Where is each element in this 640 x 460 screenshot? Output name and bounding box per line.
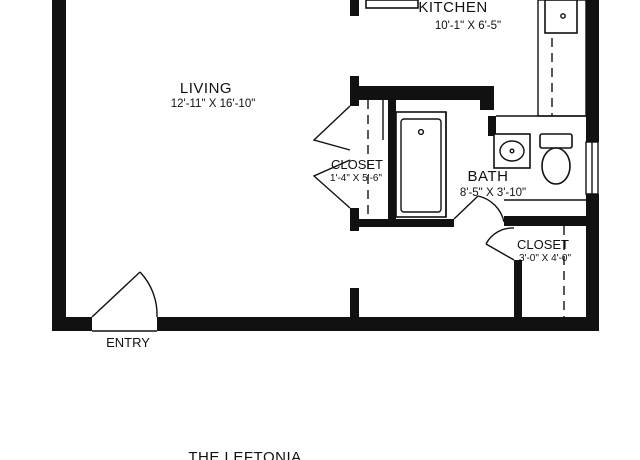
closet2-label: CLOSET <box>517 237 569 252</box>
bathtub-basin <box>400 118 442 213</box>
bath-sink <box>499 140 525 162</box>
plan-name: THE LEFTONIA <box>188 449 301 460</box>
bath-door-leaf[interactable] <box>453 195 479 220</box>
entry-door-swing <box>139 271 158 318</box>
entry-door-leaf[interactable] <box>91 271 141 318</box>
wall-bottom-right <box>157 317 599 331</box>
bath-sink-drain-icon <box>509 148 515 154</box>
wall-kitchen-bottom <box>350 86 494 100</box>
living-label: LIVING <box>180 80 232 97</box>
sink-drain-icon <box>560 13 566 19</box>
wall-closet1-bath-divider <box>388 100 396 226</box>
kitchen-size: 10'-1" X 6'-5" <box>435 20 501 32</box>
wall-right-upper <box>586 0 599 142</box>
wall-bath-bottom <box>359 219 454 227</box>
closet1-bifold-bottom[interactable] <box>312 159 351 209</box>
kitchen-label: KITCHEN <box>418 0 487 16</box>
wall-left <box>52 0 66 331</box>
living-size: 12'-11" X 16'-10" <box>171 98 256 110</box>
bath-size: 8'-5" X 3'-10" <box>460 187 526 199</box>
bathtub-drain-icon <box>417 128 425 136</box>
wall-bath-right-bottom <box>504 216 586 226</box>
closet2-size: 3'-0" X 4'-0" <box>519 253 572 264</box>
entry-label: ENTRY <box>106 335 150 350</box>
closet1-label: CLOSET <box>331 157 383 172</box>
kitchen-range <box>365 0 419 9</box>
closet2-door-swing <box>485 227 515 245</box>
wall-right-lower <box>586 194 599 331</box>
wall-kitchen-stub <box>350 0 359 16</box>
bath-label: BATH <box>468 168 509 185</box>
closet2-door-leaf[interactable] <box>485 243 515 261</box>
toilet-tank <box>539 133 573 149</box>
wall-closet2-left <box>514 260 522 320</box>
wall-kitchen-bottom-step <box>480 86 494 110</box>
closet1-bifold-top[interactable] <box>312 105 351 151</box>
bathtub <box>395 111 447 218</box>
wall-bath-kitchen-right <box>488 116 496 136</box>
toilet-bowl <box>541 147 571 185</box>
wall-closet-left-bottom <box>350 208 359 231</box>
closet1-size: 1'-4" X 5'-6" <box>330 173 383 184</box>
wall-living-stub <box>350 288 359 318</box>
bath-door-swing <box>477 195 505 223</box>
wall-bottom-left <box>52 317 92 331</box>
